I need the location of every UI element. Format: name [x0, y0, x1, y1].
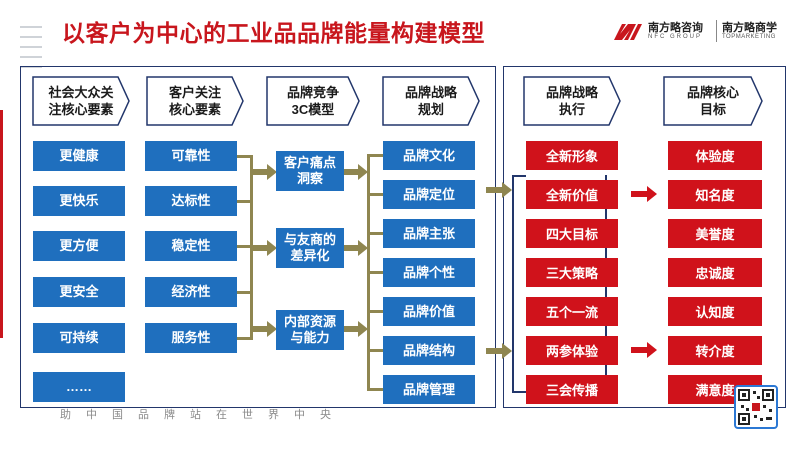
qr-code-icon — [734, 385, 778, 429]
connector-line — [367, 193, 383, 196]
arrow-right-icon — [344, 240, 368, 256]
header-col1: 社会大众关 注核心要素 — [32, 76, 130, 126]
header-col6: 品牌核心 目标 — [663, 76, 763, 126]
logo-en-right: TOPMARKETING — [722, 34, 776, 40]
arrow-right-icon — [251, 240, 277, 256]
connector-line — [367, 154, 383, 157]
header-col3-label: 品牌竞争 3C模型 — [286, 85, 339, 117]
logo-en-left: NFC GROUP — [648, 34, 702, 40]
col1-item: 更方便 — [33, 231, 125, 261]
brand-logo: 南方略咨询 NFC GROUP 南方略商学 TOPMARKETING — [612, 18, 792, 48]
col6-item: 认知度 — [668, 297, 762, 326]
connector-line — [237, 337, 251, 340]
col3-item: 与友商的 差异化 — [276, 228, 344, 268]
col5-item: 三大策略 — [526, 258, 618, 287]
connector-line — [237, 200, 251, 203]
logo-separator — [716, 20, 717, 42]
col2-item: 达标性 — [145, 186, 237, 216]
col1-item: 更快乐 — [33, 186, 125, 216]
connector-line — [512, 175, 526, 177]
connector-line — [512, 391, 526, 393]
nfc-logo-icon — [614, 24, 642, 40]
header-col1-label: 社会大众关 注核心要素 — [48, 85, 114, 117]
arrow-right-icon — [486, 343, 512, 359]
header-col3: 品牌竞争 3C模型 — [266, 76, 360, 126]
col3-item: 客户痛点 洞察 — [276, 151, 344, 191]
col4-item: 品牌定位 — [383, 180, 475, 209]
footer-slogan: 助中国品牌站在世界中央 — [60, 409, 346, 421]
page-title: 以客户为中心的工业品品牌能量构建模型 — [62, 20, 485, 46]
col4-item: 品牌主张 — [383, 219, 475, 248]
col2-item: 服务性 — [145, 323, 237, 353]
header-col2-label: 客户关注 核心要素 — [168, 85, 221, 117]
col6-item: 忠诚度 — [668, 258, 762, 287]
col4-item: 品牌管理 — [383, 375, 475, 404]
left-frame — [20, 66, 496, 408]
header-col4: 品牌战略 规划 — [382, 76, 480, 126]
connector-line — [367, 271, 383, 274]
col5-item: 三会传播 — [526, 375, 618, 404]
connector-line — [512, 175, 514, 393]
col2-item: 稳定性 — [145, 231, 237, 261]
col5-item: 全新价值 — [526, 180, 618, 209]
col1-item: …… — [33, 372, 125, 402]
arrow-right-icon — [486, 182, 512, 198]
arrow-right-icon — [631, 186, 657, 202]
col6-item: 体验度 — [668, 141, 762, 170]
header-col6-label: 品牌核心 目标 — [686, 85, 739, 117]
col6-item: 美誉度 — [668, 219, 762, 248]
col5-item: 五个一流 — [526, 297, 618, 326]
arrow-right-icon — [251, 164, 277, 180]
header-col2: 客户关注 核心要素 — [146, 76, 244, 126]
logo-name-left: 南方略咨询 — [648, 22, 703, 34]
connector-line — [237, 245, 251, 248]
col2-item: 可靠性 — [145, 141, 237, 171]
connector-line — [237, 291, 251, 294]
header-col5: 品牌战略 执行 — [523, 76, 621, 126]
col4-item: 品牌个性 — [383, 258, 475, 287]
col4-item: 品牌价值 — [383, 297, 475, 326]
col1-item: 可持续 — [33, 323, 125, 353]
col1-item: 更安全 — [33, 277, 125, 307]
header-col5-label: 品牌战略 执行 — [545, 85, 598, 117]
col3-item: 内部资源 与能力 — [276, 310, 344, 350]
col4-item: 品牌文化 — [383, 141, 475, 170]
connector-line — [367, 232, 383, 235]
header-col4-label: 品牌战略 规划 — [404, 85, 457, 117]
col4-item: 品牌结构 — [383, 336, 475, 365]
col5-item: 四大目标 — [526, 219, 618, 248]
col6-item: 知名度 — [668, 180, 762, 209]
right-frame — [503, 66, 786, 408]
accent-bar — [0, 110, 3, 338]
arrow-right-icon — [251, 321, 277, 337]
decorative-lines — [20, 26, 42, 78]
connector-line — [367, 310, 383, 313]
connector-line — [367, 349, 383, 352]
connector-line — [237, 155, 251, 158]
col5-item: 两参体验 — [526, 336, 618, 365]
connector-line — [367, 388, 383, 391]
col6-item: 转介度 — [668, 336, 762, 365]
logo-name-right: 南方略商学 — [722, 22, 777, 34]
col1-item: 更健康 — [33, 141, 125, 171]
arrow-right-icon — [344, 321, 368, 337]
col2-item: 经济性 — [145, 277, 237, 307]
arrow-right-icon — [631, 342, 657, 358]
arrow-right-icon — [344, 164, 368, 180]
col5-item: 全新形象 — [526, 141, 618, 170]
